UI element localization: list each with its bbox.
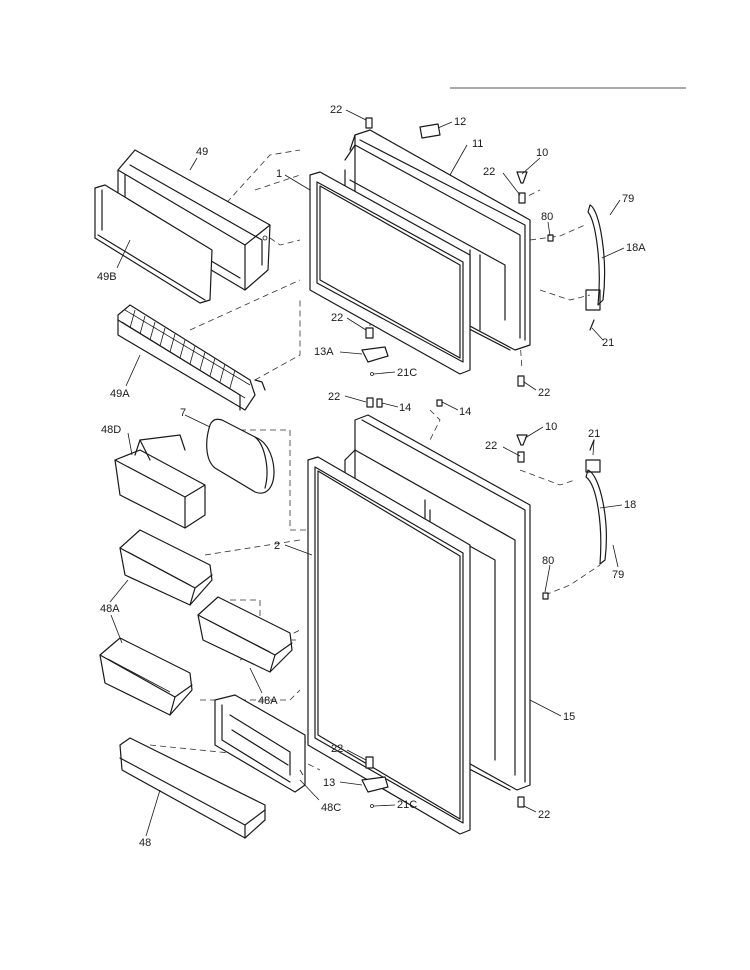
callout-79: 79 bbox=[612, 569, 624, 581]
callout-49B: 49B bbox=[97, 271, 117, 283]
callout-49A: 49A bbox=[110, 388, 130, 400]
callout-21: 21 bbox=[588, 428, 600, 440]
door-bin-48 bbox=[119, 737, 266, 839]
hardware bbox=[361, 117, 554, 808]
callout-21C: 21C bbox=[397, 367, 417, 379]
leader-lines bbox=[109, 109, 625, 837]
callout-48C: 48C bbox=[321, 802, 341, 814]
callout-15: 15 bbox=[563, 711, 575, 723]
callout-11: 11 bbox=[472, 138, 483, 150]
callout-22: 22 bbox=[538, 387, 550, 399]
callout-48: 48 bbox=[139, 837, 151, 849]
plug-10-bottom bbox=[516, 434, 528, 446]
freezer-shelf-front-49B bbox=[94, 184, 213, 304]
callout-21: 21 bbox=[602, 337, 614, 349]
callout-22: 22 bbox=[328, 391, 340, 403]
wire-shelf-grid bbox=[129, 309, 236, 389]
hinge-13A bbox=[361, 346, 389, 363]
callout-14: 14 bbox=[399, 402, 411, 414]
callout-10: 10 bbox=[536, 147, 548, 159]
screw-22-top bbox=[365, 117, 373, 129]
callout-2: 2 bbox=[274, 540, 280, 552]
badge-12 bbox=[419, 123, 441, 139]
callout-10: 10 bbox=[545, 421, 557, 433]
fresh-food-gasket-2 bbox=[307, 456, 471, 835]
door-bin-48A-middle bbox=[197, 596, 293, 673]
dairy-caddy-48D bbox=[114, 434, 206, 529]
callout-22: 22 bbox=[483, 166, 495, 178]
callout-48A: 48A bbox=[258, 695, 278, 707]
callout-18: 18 bbox=[624, 499, 636, 511]
callout-22: 22 bbox=[331, 312, 343, 324]
callout-21C: 21C bbox=[397, 799, 417, 811]
callout-14: 14 bbox=[459, 406, 471, 418]
door-bin-48A-upper-left bbox=[119, 529, 213, 606]
freezer-gasket-1 bbox=[309, 171, 471, 375]
callout-labels: 22 12 11 49 1 10 22 79 80 18A 49B 22 21 … bbox=[97, 104, 646, 849]
callout-80: 80 bbox=[542, 555, 554, 567]
callout-22: 22 bbox=[538, 809, 550, 821]
fresh-food-handle-18 bbox=[585, 439, 607, 565]
callout-48D: 48D bbox=[101, 424, 121, 436]
callout-18A: 18A bbox=[626, 242, 646, 254]
door-bin-48A-lower-left bbox=[99, 637, 193, 716]
callout-48A: 48A bbox=[100, 603, 120, 615]
callout-1: 1 bbox=[276, 168, 282, 180]
callout-7: 7 bbox=[180, 407, 186, 419]
callout-49: 49 bbox=[196, 146, 208, 158]
callout-22: 22 bbox=[331, 743, 343, 755]
wire-shelf-49A bbox=[117, 304, 266, 411]
callout-80: 80 bbox=[541, 211, 553, 223]
callout-22: 22 bbox=[485, 440, 497, 452]
hinge-13 bbox=[361, 776, 389, 793]
door-bin-48C bbox=[214, 694, 306, 793]
callout-22: 22 bbox=[330, 104, 342, 116]
callout-12: 12 bbox=[454, 116, 466, 128]
freezer-handle-18A bbox=[585, 204, 606, 331]
butter-compartment-7 bbox=[206, 418, 275, 494]
callout-13A: 13A bbox=[314, 346, 334, 358]
callout-13: 13 bbox=[323, 777, 335, 789]
callout-79: 79 bbox=[622, 193, 634, 205]
hinge-pin-22 bbox=[365, 327, 374, 339]
